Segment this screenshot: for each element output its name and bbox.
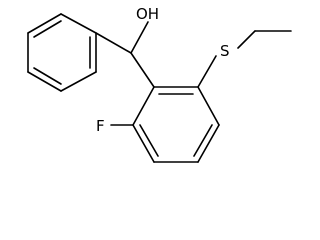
aryl-to-sulfur-bond [197,55,217,88]
aryl-double-bond [139,124,159,157]
carbinol-to-aryl-bond [130,52,155,88]
phenyl-bond [27,71,62,92]
phenyl-ring [27,13,97,92]
carbinol-to-oh-bond [130,21,149,54]
phenyl-to-carbinol-bond [95,32,132,54]
sulfur-to-methyl-bond [237,30,256,49]
aryl-bond [132,86,155,126]
phenyl-double-bond [33,20,62,38]
aryl-ring [132,86,220,163]
phenyl-bond [27,13,62,34]
molecule-structure: OH S F [27,5,292,163]
sulfur-label: S [220,42,230,60]
aryl-bond [132,124,155,163]
aryl-bond [197,86,220,126]
aryl-bond [197,124,220,163]
hydroxyl-label: OH [136,5,159,23]
phenyl-bond [60,71,97,92]
aryl-double-bond [193,124,213,157]
phenyl-double-bond [33,67,62,85]
fluorine-label: F [96,117,105,135]
phenyl-bond [60,13,97,34]
